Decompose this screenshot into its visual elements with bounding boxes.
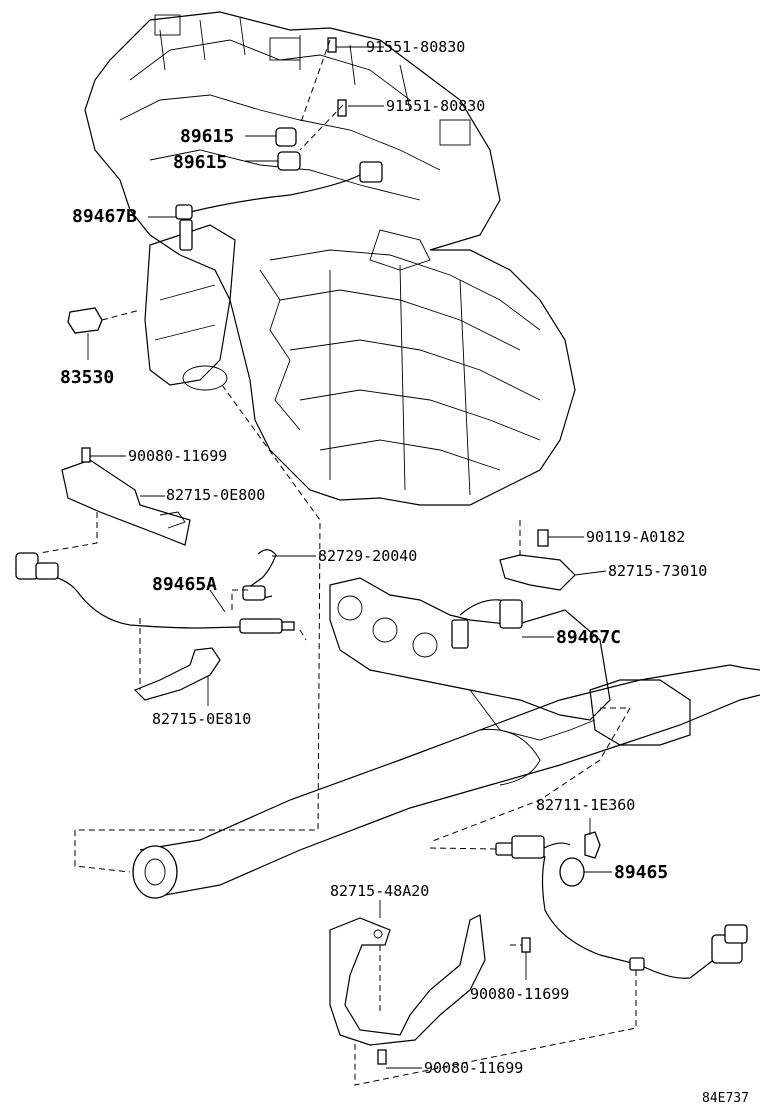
label-83530: 83530 — [60, 367, 114, 388]
label-91551-80830-upper: 91551-80830 — [366, 38, 465, 56]
sensor-89465a-drawing — [15, 447, 295, 701]
engine-assembly-drawing — [84, 11, 576, 506]
label-89615-upper: 89615 — [180, 126, 234, 147]
label-82715-48a20: 82715-48A20 — [330, 882, 429, 900]
label-82729-20040: 82729-20040 — [318, 547, 417, 565]
label-89467c: 89467C — [556, 627, 621, 648]
label-82715-0e810: 82715-0E810 — [152, 710, 251, 728]
sensor-89465-drawing — [495, 831, 748, 979]
label-89467b: 89467B — [72, 206, 137, 227]
label-90080-11699-top: 90080-11699 — [128, 447, 227, 465]
diagram-code: 84E737 — [702, 1091, 749, 1106]
label-89465: 89465 — [614, 862, 668, 883]
sensor-89615-drawing — [275, 37, 347, 171]
label-82711-1e360: 82711-1E360 — [536, 796, 635, 814]
label-91551-80830-lower: 91551-80830 — [386, 97, 485, 115]
label-90119-a0182: 90119-A0182 — [586, 528, 685, 546]
label-82715-73010: 82715-73010 — [608, 562, 707, 580]
leader-lines — [39, 39, 637, 1086]
label-89465a: 89465A — [152, 574, 217, 595]
bracket-82715-48a20-drawing — [329, 914, 531, 1065]
label-90080-11699-bottom: 90080-11699 — [424, 1059, 523, 1077]
sensor-89467b-drawing — [175, 161, 383, 251]
manifold-sensor-89467c-drawing — [329, 529, 611, 741]
label-89615-lower: 89615 — [173, 152, 227, 173]
label-82715-0e800: 82715-0E800 — [166, 486, 265, 504]
exhaust-pipe-drawing — [132, 664, 760, 899]
switch-83530-drawing — [67, 307, 103, 334]
label-90080-11699-middle: 90080-11699 — [470, 985, 569, 1003]
